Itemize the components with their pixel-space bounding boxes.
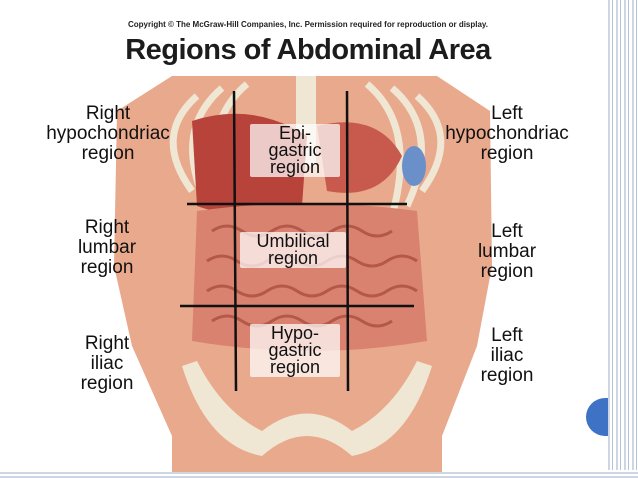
- label-hypogastric: Hypo- gastric region: [250, 324, 340, 377]
- pelvis: [182, 361, 432, 456]
- grid-line-right-vertical: [345, 90, 350, 392]
- copyright-notice: Copyright © The McGraw-Hill Companies, I…: [127, 20, 489, 29]
- slide-border-decoration: [608, 0, 638, 478]
- label-right-iliac: Right iliac region: [80, 333, 134, 394]
- grid-line-left-vertical: [232, 90, 238, 392]
- label-left-hypochondriac: Left hypochondriac region: [445, 103, 569, 164]
- label-left-lumbar: Left lumbar region: [477, 221, 537, 282]
- slide-border-bottom-decoration: [0, 470, 638, 478]
- label-epigastric: Epi- gastric region: [250, 124, 340, 177]
- region-grid: [180, 90, 414, 392]
- label-right-hypochondriac: Right hypochondriac region: [46, 103, 170, 164]
- label-right-lumbar: Right lumbar region: [77, 217, 137, 278]
- label-umbilical: Umbilical region: [240, 232, 346, 268]
- label-left-iliac: Left iliac region: [480, 325, 534, 386]
- figure-title: Regions of Abdominal Area: [125, 34, 491, 66]
- slide-nav-button[interactable]: [586, 398, 608, 436]
- abdominal-regions-figure: Copyright © The McGraw-Hill Companies, I…: [22, 16, 594, 472]
- spleen: [402, 146, 426, 186]
